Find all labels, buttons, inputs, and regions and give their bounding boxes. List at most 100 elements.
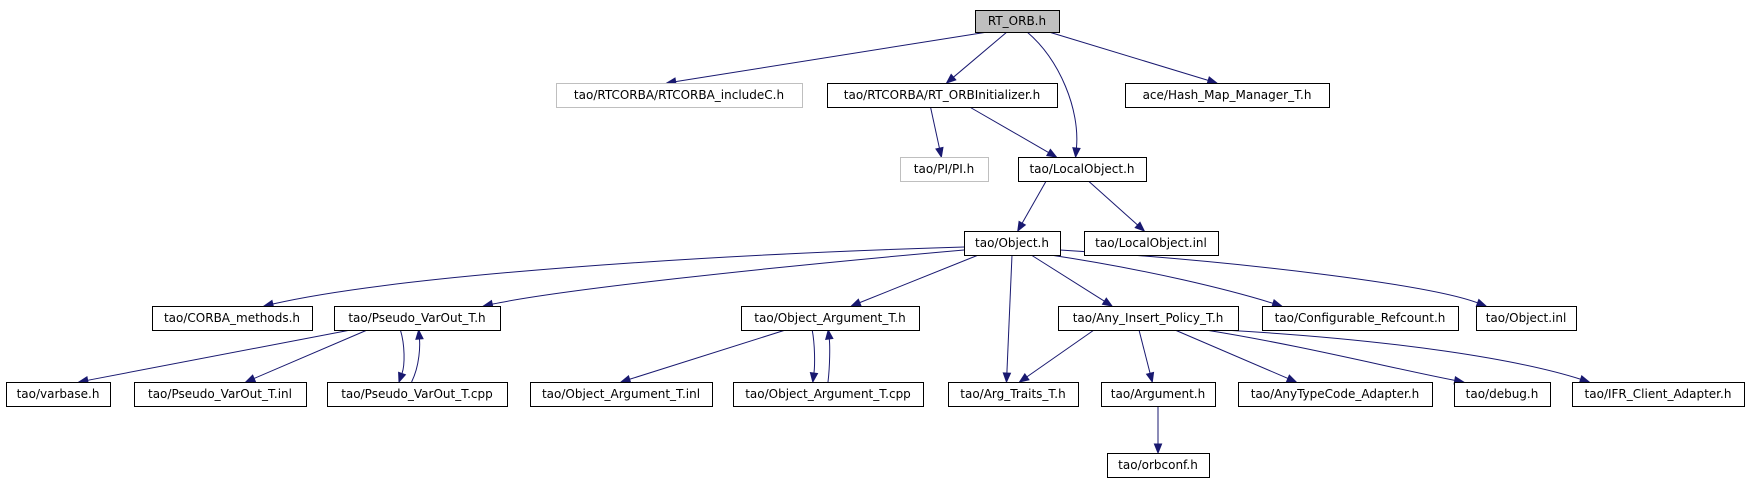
node-ifr_client_adapter[interactable]: tao/IFR_Client_Adapter.h xyxy=(1572,382,1745,407)
edge-line xyxy=(827,338,831,383)
arrowhead-icon xyxy=(1017,220,1027,233)
edge-object_argument_cpp-to-object_argument xyxy=(825,328,834,383)
edge-line xyxy=(1021,180,1047,224)
arrowhead-icon xyxy=(415,328,424,340)
node-hash_map_manager[interactable]: ace/Hash_Map_Manager_T.h xyxy=(1125,83,1330,108)
arrowhead-icon xyxy=(825,328,834,340)
edge-line xyxy=(492,249,965,305)
node-localobject_inl[interactable]: tao/LocalObject.inl xyxy=(1084,231,1219,256)
node-box xyxy=(975,10,1060,33)
arrowhead-icon xyxy=(619,374,632,384)
node-label: tao/CORBA_methods.h xyxy=(164,311,300,325)
node-label: tao/AnyTypeCode_Adapter.h xyxy=(1251,387,1420,401)
edge-line xyxy=(1048,31,1209,81)
edge-pseudo_varout-to-pseudo_varout_inl xyxy=(244,329,368,383)
edge-line xyxy=(411,338,421,383)
node-label: tao/Pseudo_VarOut_T.h xyxy=(348,311,485,325)
edge-object-to-any_insert xyxy=(1030,254,1114,307)
node-label: tao/Object_Argument_T.h xyxy=(754,311,905,325)
arrowhead-icon xyxy=(1134,221,1146,232)
edges-layer xyxy=(77,31,1591,455)
node-box xyxy=(1572,382,1745,407)
edge-rt_orb-to-hash_map_manager xyxy=(1048,31,1219,85)
edge-line xyxy=(1026,31,1078,149)
arrowhead-icon xyxy=(945,73,957,84)
node-pseudo_varout[interactable]: tao/Pseudo_VarOut_T.h xyxy=(334,306,501,331)
edge-line xyxy=(953,31,1008,78)
edge-object-to-corba_methods xyxy=(262,246,965,309)
node-label: tao/varbase.h xyxy=(17,387,100,401)
node-box xyxy=(733,382,924,407)
node-label: tao/Pseudo_VarOut_T.inl xyxy=(148,387,292,401)
edge-localobject-to-object xyxy=(1017,180,1047,233)
node-anytypecode_adapter[interactable]: tao/AnyTypeCode_Adapter.h xyxy=(1238,382,1433,407)
node-box xyxy=(1058,306,1239,331)
node-pseudo_varout_inl[interactable]: tao/Pseudo_VarOut_T.inl xyxy=(134,382,307,407)
edge-object-to-object_inl xyxy=(1059,249,1488,307)
node-arg_traits[interactable]: tao/Arg_Traits_T.h xyxy=(948,382,1079,407)
node-box xyxy=(152,306,313,331)
node-pi: tao/PI/PI.h xyxy=(900,157,989,182)
edge-object-to-configurable_refcount xyxy=(1050,254,1283,308)
node-box xyxy=(1454,382,1551,407)
node-box xyxy=(1084,231,1219,256)
node-corba_methods[interactable]: tao/CORBA_methods.h xyxy=(152,306,313,331)
edge-line xyxy=(1050,254,1274,304)
node-label: ace/Hash_Map_Manager_T.h xyxy=(1143,88,1312,102)
node-any_insert[interactable]: tao/Any_Insert_Policy_T.h xyxy=(1058,306,1239,331)
node-box xyxy=(530,382,713,407)
edge-line xyxy=(87,329,351,381)
node-label: tao/IFR_Client_Adapter.h xyxy=(1585,387,1732,401)
arrowhead-icon xyxy=(809,372,819,384)
node-label: tao/Object.inl xyxy=(1486,311,1567,325)
node-box xyxy=(741,306,920,331)
edge-line xyxy=(629,329,786,380)
node-varbase[interactable]: tao/varbase.h xyxy=(6,382,111,407)
node-argument[interactable]: tao/Argument.h xyxy=(1101,382,1216,407)
edge-object-to-arg_traits xyxy=(1002,254,1013,384)
edge-line xyxy=(1138,329,1151,374)
node-box xyxy=(827,83,1058,108)
node-localobject[interactable]: tao/LocalObject.h xyxy=(1018,157,1147,182)
edge-line xyxy=(399,329,405,374)
node-rt_orbinitializer[interactable]: tao/RTCORBA/RT_ORBInitializer.h xyxy=(827,83,1058,108)
arrowhead-icon xyxy=(1018,373,1030,383)
node-box xyxy=(1018,157,1147,182)
arrowhead-icon xyxy=(1206,76,1219,85)
node-rtcorba_includec: tao/RTCORBA/RTCORBA_includeC.h xyxy=(556,83,803,108)
node-label: tao/orbconf.h xyxy=(1118,458,1198,472)
node-configurable_refcount[interactable]: tao/Configurable_Refcount.h xyxy=(1262,306,1459,331)
node-box xyxy=(964,231,1061,256)
node-label: tao/Any_Insert_Policy_T.h xyxy=(1073,311,1224,325)
node-object_argument_cpp[interactable]: tao/Object_Argument_T.cpp xyxy=(733,382,924,407)
arrowhead-icon xyxy=(1072,147,1081,159)
node-label: tao/RTCORBA/RT_ORBInitializer.h xyxy=(844,88,1040,102)
edge-argument-to-orbconf xyxy=(1153,406,1163,455)
edge-line xyxy=(1059,249,1478,304)
node-object_argument_inl[interactable]: tao/Object_Argument_T.inl xyxy=(530,382,713,407)
edge-object_argument-to-object_argument_cpp xyxy=(809,329,819,384)
node-object[interactable]: tao/Object.h xyxy=(964,231,1061,256)
edge-any_insert-to-anytypecode_adapter xyxy=(1174,329,1298,383)
node-box xyxy=(556,83,803,108)
edge-pseudo_varout-to-pseudo_varout_cpp xyxy=(398,329,407,384)
node-label: tao/LocalObject.inl xyxy=(1095,236,1207,250)
node-rt_orb[interactable]: RT_ORB.h xyxy=(975,10,1060,33)
edge-rt_orb-to-rtcorba_includec xyxy=(665,31,988,86)
arrowhead-icon xyxy=(398,371,407,384)
node-object_inl[interactable]: tao/Object.inl xyxy=(1476,306,1577,331)
node-box xyxy=(1238,382,1433,407)
node-box xyxy=(327,382,508,407)
edge-line xyxy=(1223,329,1581,380)
node-box xyxy=(900,157,989,182)
edge-line xyxy=(272,246,965,305)
node-pseudo_varout_cpp[interactable]: tao/Pseudo_VarOut_T.cpp xyxy=(327,382,508,407)
node-box xyxy=(1101,382,1216,407)
node-label: tao/RTCORBA/RTCORBA_includeC.h xyxy=(574,88,784,102)
node-object_argument[interactable]: tao/Object_Argument_T.h xyxy=(741,306,920,331)
node-orbconf[interactable]: tao/orbconf.h xyxy=(1107,453,1210,478)
node-label: tao/Configurable_Refcount.h xyxy=(1275,311,1446,325)
edge-line xyxy=(1205,329,1455,381)
node-debug[interactable]: tao/debug.h xyxy=(1454,382,1551,407)
